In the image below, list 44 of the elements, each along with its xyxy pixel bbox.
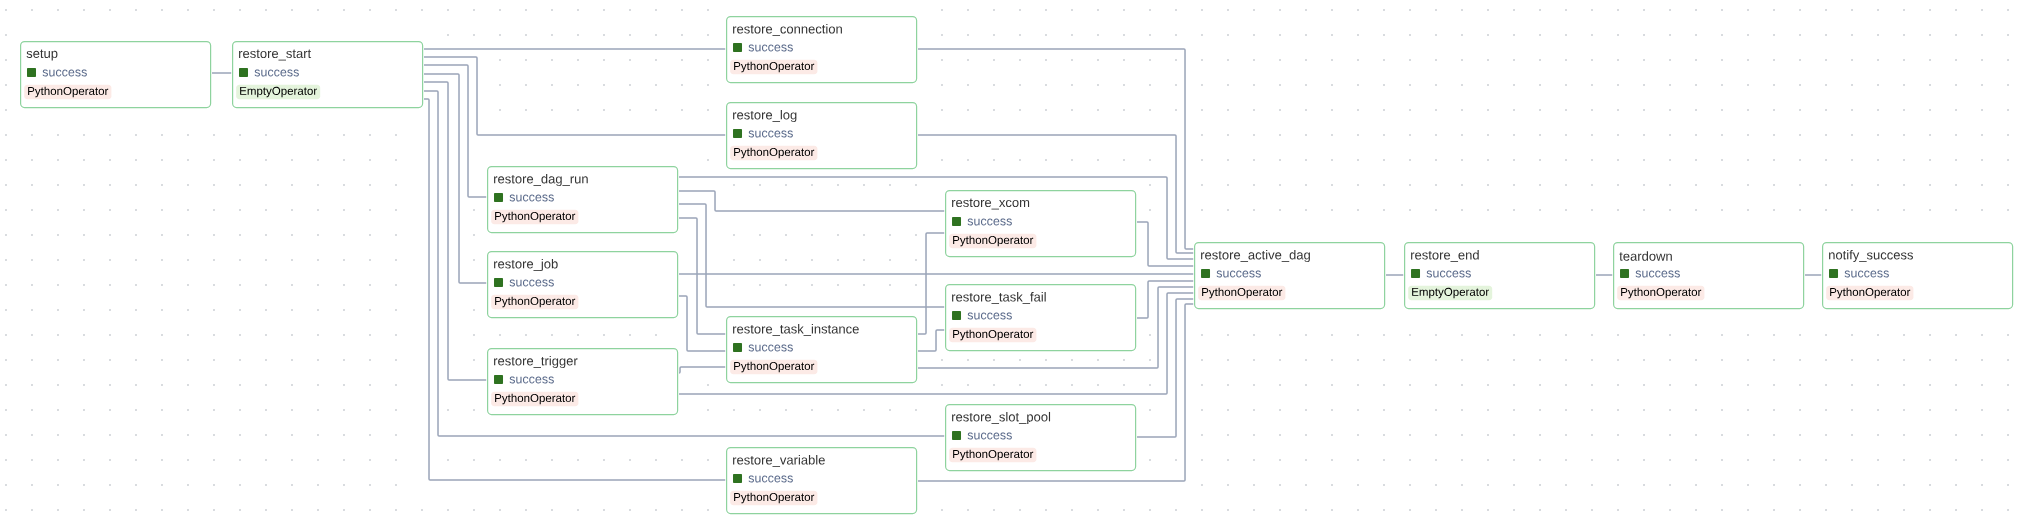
connector-line [678,176,1194,260]
connector-line [423,48,726,50]
status-label: success [509,194,554,202]
status-label: success [748,44,793,52]
status-label: success [967,218,1012,226]
connector-line [211,72,232,74]
connector-line [678,366,726,374]
status-label: success [1426,270,1471,278]
status-label: success [1635,270,1680,278]
connector-line [917,286,1194,369]
connector-line [917,48,1194,250]
status-label: success [748,130,793,138]
connector-line [1136,280,1194,319]
connector-line [678,292,1194,395]
connector-line [423,64,487,198]
connector-line [1385,274,1404,276]
status-label: success [1216,270,1261,278]
connector-line [678,295,726,352]
connector-line [1136,221,1194,267]
connector-line [1595,274,1613,276]
connector-line [678,273,1194,275]
connector-line [678,217,726,335]
connector-line [917,303,1194,482]
connector-line [678,190,945,212]
status-label: success [748,344,793,352]
status-label: success [967,432,1012,440]
connector-line [1136,298,1194,438]
connector-line [1804,274,1822,276]
status-label: success [509,376,554,384]
connector-line [423,73,487,284]
connector-line [423,98,726,481]
connector-line [423,90,945,437]
connector-line [917,232,945,335]
status-label: success [42,69,87,77]
connector-line [678,203,945,308]
connector-line [423,56,726,136]
connector-line [423,81,487,381]
connector-line [917,329,945,352]
status-label: success [748,475,793,483]
status-label: success [254,69,299,77]
status-label: success [509,279,554,287]
status-label: success [1844,270,1889,278]
status-label: success [967,312,1012,320]
connector-line [917,134,1194,254]
